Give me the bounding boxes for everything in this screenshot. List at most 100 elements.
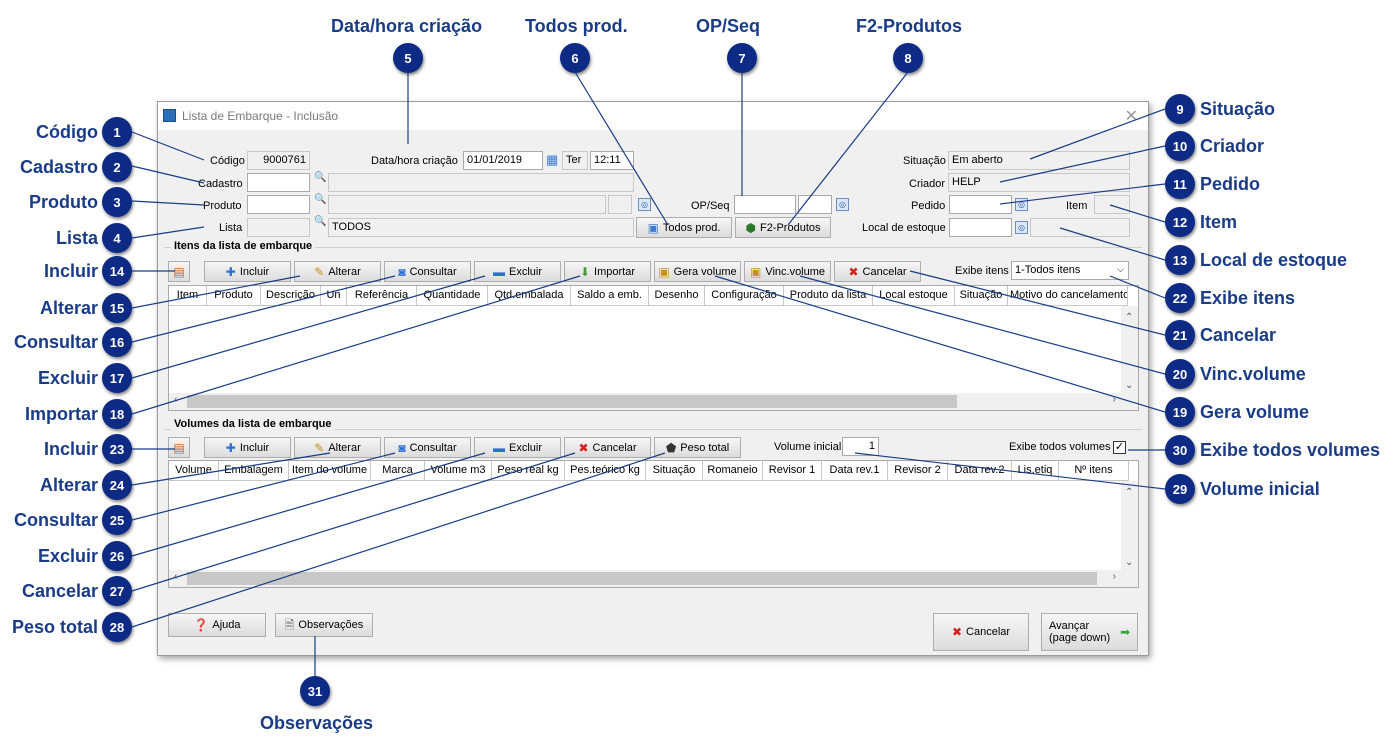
scroll-up-icon[interactable]: ⌃ xyxy=(1125,312,1134,323)
cancelar-footer-button[interactable]: ✖Cancelar xyxy=(933,613,1029,651)
data-input[interactable]: 01/01/2019 xyxy=(463,151,543,170)
column-header[interactable]: Item do volume xyxy=(289,461,371,480)
volumes-cancelar-button[interactable]: ✖Cancelar xyxy=(564,437,651,458)
column-header[interactable]: Configuração xyxy=(705,286,784,305)
column-header[interactable]: Referência xyxy=(347,286,417,305)
volumes-export-button[interactable]: ▤ xyxy=(168,437,190,458)
column-header[interactable]: Embalagem xyxy=(219,461,289,480)
column-header[interactable]: Item xyxy=(169,286,207,305)
scroll-up-icon[interactable]: ⌃ xyxy=(1125,487,1134,498)
lista-lookup-icon[interactable]: 🔍 xyxy=(314,216,327,227)
column-header[interactable]: Quantidade xyxy=(417,286,488,305)
column-header[interactable]: Romaneio xyxy=(703,461,763,480)
itens-scroll-thumb[interactable] xyxy=(187,395,957,408)
column-header[interactable]: Desenho xyxy=(649,286,705,305)
column-header[interactable]: Data rev.2 xyxy=(948,461,1012,480)
column-header[interactable]: Qtd.embalada xyxy=(488,286,571,305)
observacoes-button[interactable]: 🗎Observações xyxy=(275,613,373,637)
column-header[interactable]: Un xyxy=(321,286,347,305)
op-input[interactable] xyxy=(734,195,796,214)
seq-input[interactable] xyxy=(798,195,832,214)
lista-field xyxy=(247,218,310,237)
column-header[interactable]: Local estoque xyxy=(873,286,955,305)
cadastro-input[interactable] xyxy=(247,173,310,192)
column-header[interactable]: Peso real kg xyxy=(492,461,565,480)
local-estoque-input[interactable] xyxy=(949,218,1012,237)
pedido-search-icon[interactable]: ◎ xyxy=(1015,198,1028,211)
volumes-excluir-button[interactable]: ▬Excluir xyxy=(474,437,561,458)
itens-export-button[interactable]: ▤ xyxy=(168,261,190,282)
volumes-cancelar-label: Cancelar xyxy=(592,441,637,454)
column-header[interactable]: Revisor 1 xyxy=(763,461,822,480)
itens-horizontal-scrollbar[interactable]: ‹ › xyxy=(169,393,1138,410)
volumes-scroll-thumb[interactable] xyxy=(187,572,1097,585)
scroll-right-icon[interactable]: › xyxy=(1112,571,1116,582)
avancar-hint: (page down) xyxy=(1049,632,1111,644)
column-header[interactable]: Marca xyxy=(371,461,425,480)
export-icon: ▤ xyxy=(173,440,185,455)
pedido-input[interactable] xyxy=(949,195,1012,214)
itens-importar-button[interactable]: ⬇Importar xyxy=(564,261,651,282)
volumes-vertical-scrollbar[interactable]: ⌃ ⌄ xyxy=(1121,481,1138,570)
volumes-alterar-button[interactable]: ✎Alterar xyxy=(294,437,381,458)
cadastro-lookup-icon[interactable]: 🔍 xyxy=(314,172,327,183)
column-header[interactable]: Saldo a emb. xyxy=(571,286,649,305)
callout-26-text: Excluir xyxy=(37,546,98,566)
callout-17-badge: 17 xyxy=(102,363,132,393)
column-header[interactable]: Produto xyxy=(207,286,261,305)
volumes-consultar-button[interactable]: ◙Consultar xyxy=(384,437,471,458)
exibe-itens-select[interactable]: 1-Todos itens⌵ xyxy=(1011,261,1129,280)
ajuda-button[interactable]: ❓Ajuda xyxy=(168,613,266,637)
scroll-down-icon[interactable]: ⌄ xyxy=(1125,557,1134,568)
itens-cancelar-button[interactable]: ✖Cancelar xyxy=(834,261,921,282)
volumes-incluir-label: Incluir xyxy=(239,441,270,454)
scroll-right-icon[interactable]: › xyxy=(1112,394,1116,405)
column-header[interactable]: Descrição xyxy=(261,286,321,305)
f2-produtos-button[interactable]: ⬢ F2-Produtos xyxy=(735,217,831,238)
column-header[interactable]: Revisor 2 xyxy=(888,461,948,480)
itens-incluir-button[interactable]: ✚Incluir xyxy=(204,261,291,282)
column-header[interactable]: Volume m3 xyxy=(425,461,492,480)
produto-lookup-icon[interactable]: 🔍 xyxy=(314,194,327,205)
callout-14-badge: 14 xyxy=(102,256,132,286)
scroll-down-icon[interactable]: ⌄ xyxy=(1125,380,1134,391)
column-header[interactable]: Situação xyxy=(646,461,703,480)
column-header[interactable]: Motivo do cancelamento xyxy=(1008,286,1128,305)
column-header[interactable]: Pes.teórico kg xyxy=(565,461,646,480)
column-header[interactable]: Lis.etiq xyxy=(1012,461,1059,480)
avancar-button[interactable]: Avançar (page down) ➡ xyxy=(1041,613,1138,651)
observacoes-label: Observações xyxy=(298,619,364,631)
volume-inicial-input[interactable]: 1 xyxy=(842,437,879,456)
itens-alterar-button[interactable]: ✎Alterar xyxy=(294,261,381,282)
volumes-peso-total-button[interactable]: ⬟Peso total xyxy=(654,437,741,458)
hora-input[interactable]: 12:11 xyxy=(590,151,634,170)
lista-label: Lista xyxy=(219,222,243,234)
column-header[interactable]: Produto da lista xyxy=(784,286,873,305)
box-plus-icon: ▣ xyxy=(658,264,670,279)
itens-consultar-button[interactable]: ◙Consultar xyxy=(384,261,471,282)
column-header[interactable]: Volume xyxy=(169,461,219,480)
volumes-horizontal-scrollbar[interactable]: ‹ › xyxy=(169,570,1138,587)
produto-input[interactable] xyxy=(247,195,310,214)
todos-prod-button[interactable]: ▣ Todos prod. xyxy=(636,217,732,238)
local-estoque-search-icon[interactable]: ◎ xyxy=(1015,221,1028,234)
itens-vinc-volume-button[interactable]: ▣Vinc.volume xyxy=(744,261,831,282)
exibe-todos-volumes-checkbox[interactable]: ✓ xyxy=(1113,441,1126,454)
column-header[interactable]: Nº itens xyxy=(1059,461,1129,480)
scroll-left-icon[interactable]: ‹ xyxy=(174,394,178,405)
item-field xyxy=(1094,195,1130,214)
close-icon[interactable]: ✕ xyxy=(1124,108,1138,125)
scroll-left-icon[interactable]: ‹ xyxy=(174,571,178,582)
column-header[interactable]: Situação xyxy=(955,286,1008,305)
itens-excluir-button[interactable]: ▬Excluir xyxy=(474,261,561,282)
itens-vertical-scrollbar[interactable]: ⌃ ⌄ xyxy=(1121,306,1138,393)
produto-search-icon[interactable]: ◎ xyxy=(638,198,651,211)
calendar-icon[interactable]: ▦ xyxy=(546,152,559,167)
opseq-search-icon[interactable]: ◎ xyxy=(836,198,849,211)
callout-18-badge: 18 xyxy=(102,399,132,429)
column-header[interactable]: Data rev.1 xyxy=(822,461,888,480)
volumes-incluir-button[interactable]: ✚Incluir xyxy=(204,437,291,458)
itens-gera-volume-button[interactable]: ▣Gera volume xyxy=(654,261,741,282)
